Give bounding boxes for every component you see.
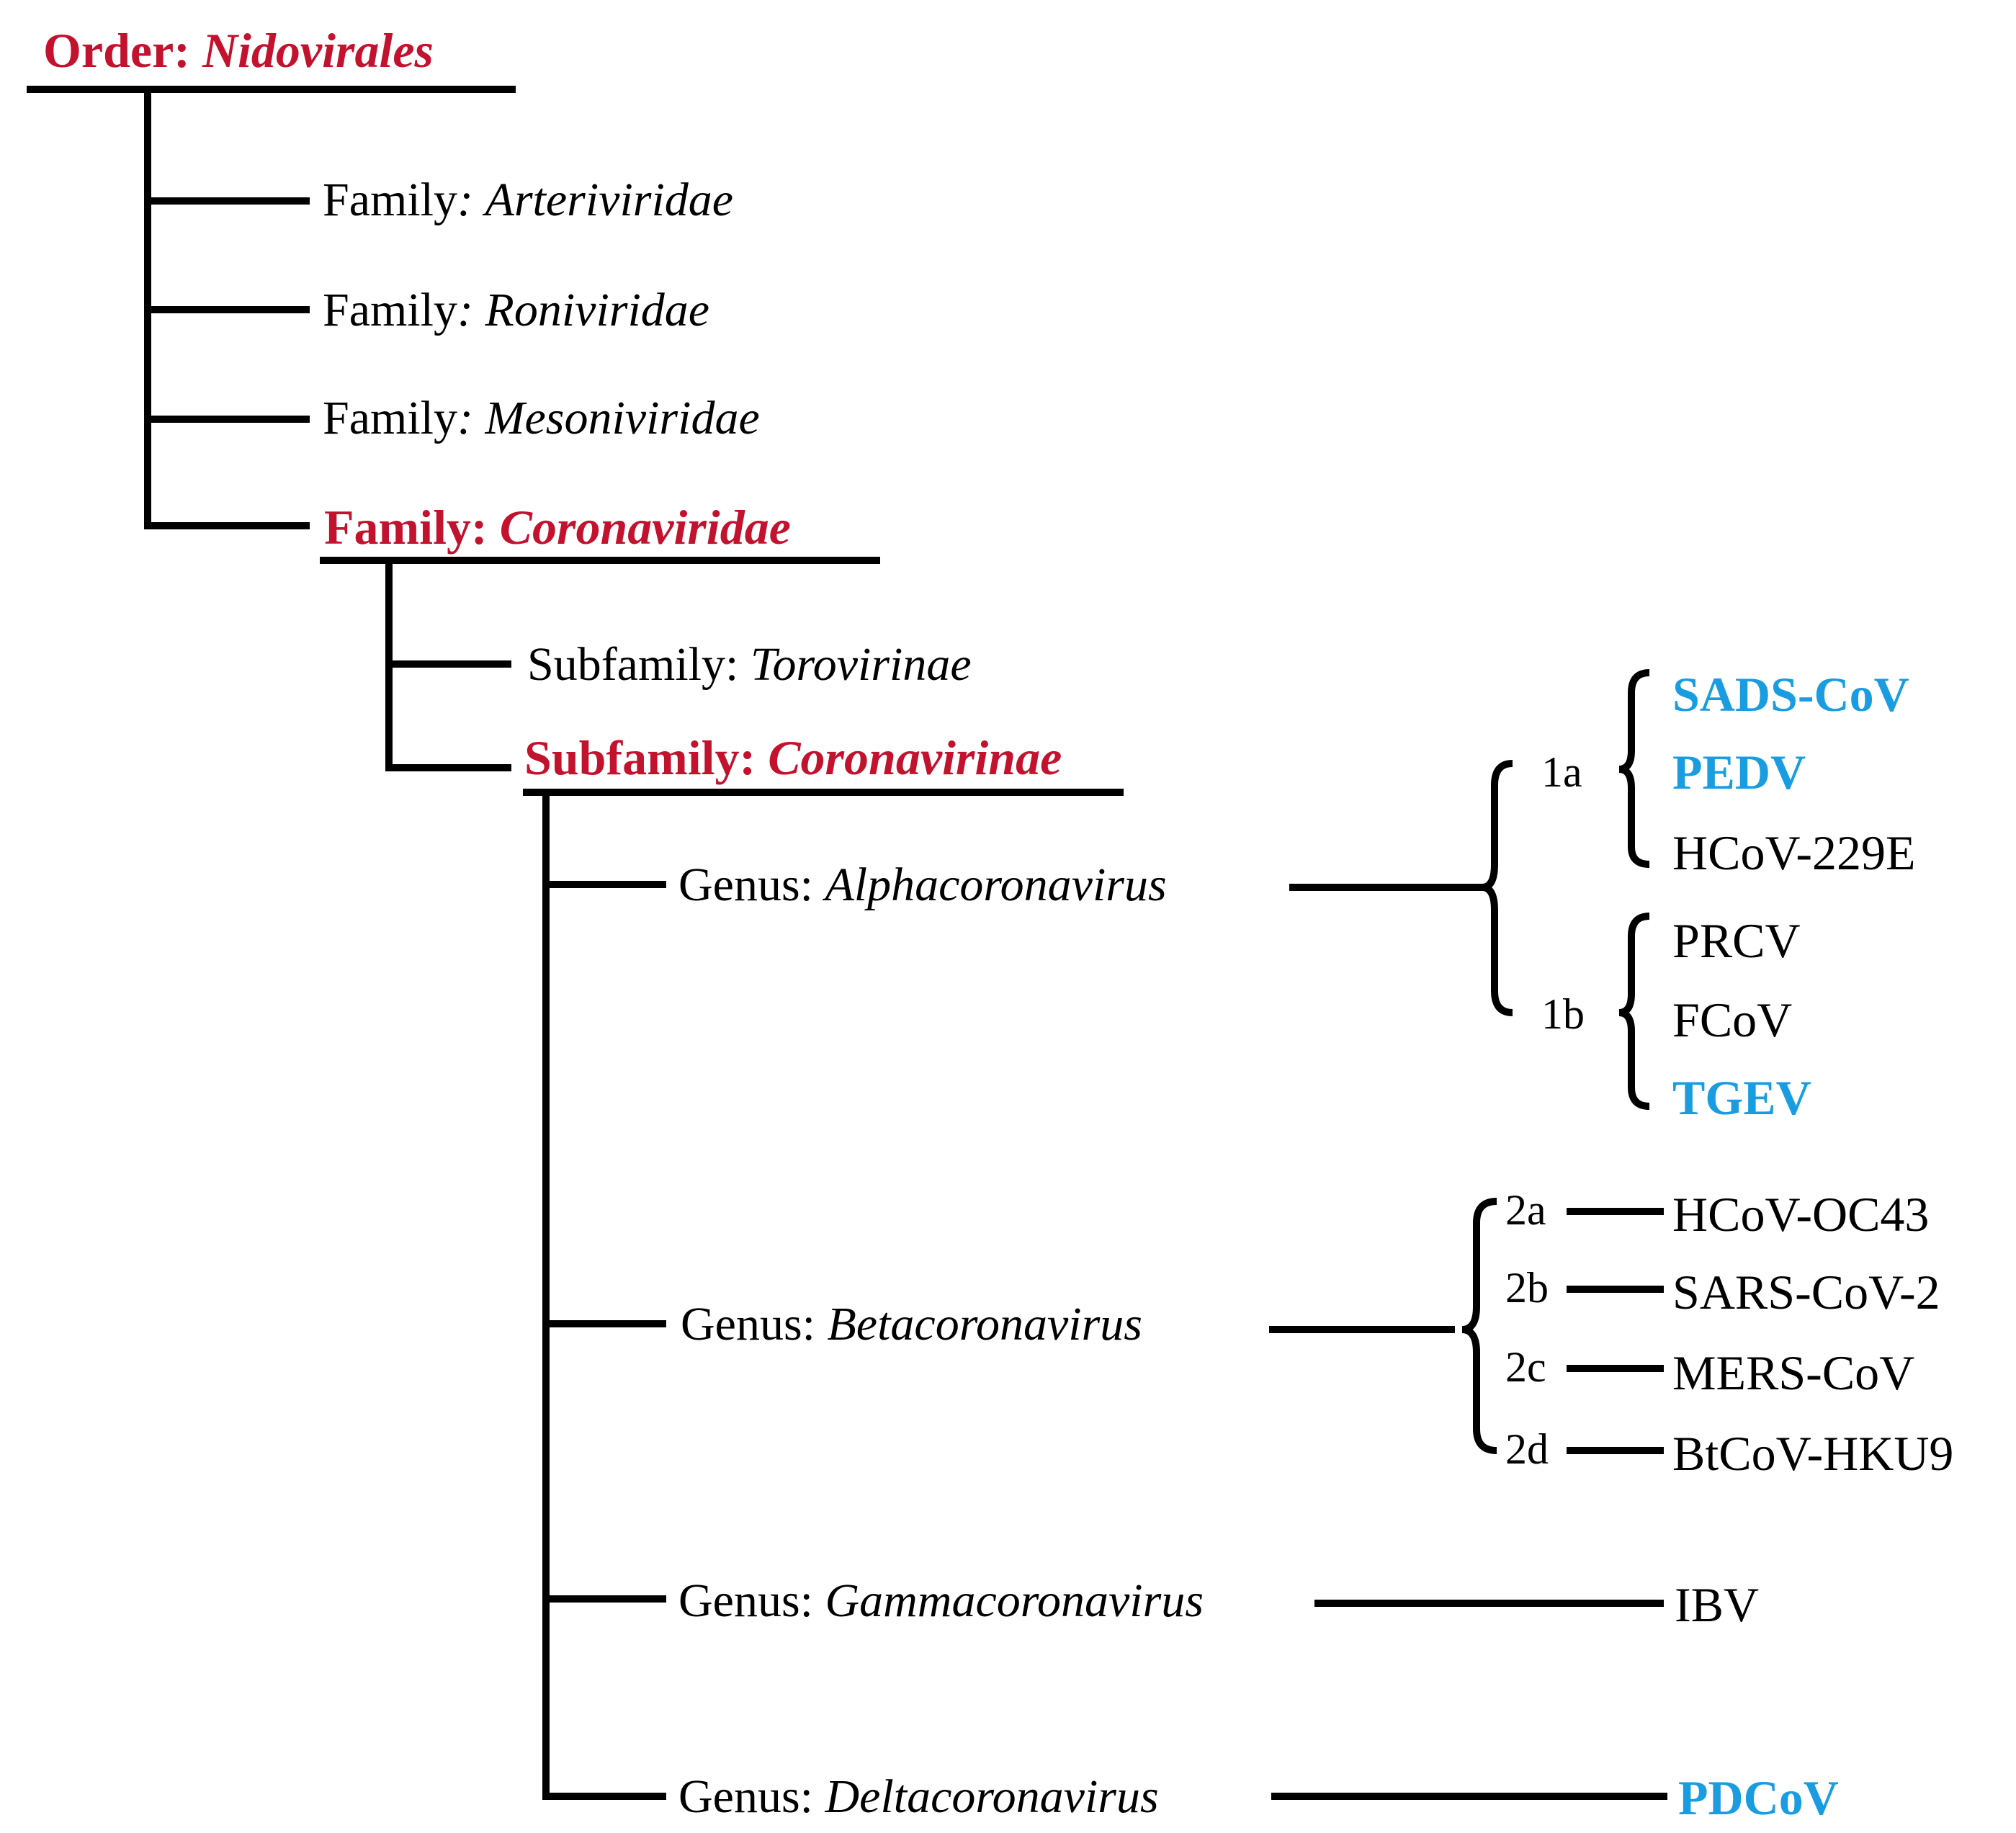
group-1b-brace — [1618, 913, 1650, 1110]
group-1a-brace — [1618, 669, 1650, 868]
genus-deltacoronavirus: Genus: Deltacoronavirus — [678, 1773, 1159, 1821]
genus-rank: Genus: — [678, 1770, 813, 1823]
genus-alphacoronavirus: Genus: Alphacoronavirus — [678, 861, 1167, 909]
subfamily-coronavirinae: Subfamily: Coronavirinae — [524, 733, 1062, 782]
genus-name: Alphacoronavirus — [825, 859, 1167, 911]
family-mesoniviridae: Family: Mesoniviridae — [323, 395, 760, 442]
family-sep: : — [457, 392, 473, 444]
family-coronaviridae: Family: Coronaviridae — [324, 503, 791, 552]
virus-hcov-229e: HCoV-229E — [1672, 825, 1916, 880]
order-rank: Order: — [43, 23, 190, 78]
family-rank: Family — [323, 392, 458, 444]
virus-pdcov: PDCoV — [1678, 1770, 1839, 1825]
subfamily-torovirinae: Subfamily: Torovirinae — [527, 641, 972, 689]
beta-brace — [1461, 1198, 1497, 1454]
family-name: Arteriviridae — [485, 174, 734, 226]
family-name: Mesoniviridae — [485, 392, 760, 444]
genus-name: Gammacoronavirus — [825, 1574, 1204, 1627]
genus-name: Deltacoronavirus — [825, 1770, 1159, 1823]
family-sep: : — [457, 174, 473, 226]
virus-pedv: PEDV — [1672, 745, 1806, 799]
subfamily-rank: Subfamily: — [524, 730, 756, 785]
virus-hcov-oc43: HCoV-OC43 — [1672, 1187, 1930, 1242]
group-label-1b: 1b — [1541, 990, 1585, 1038]
alpha-outer-brace — [1482, 760, 1513, 1016]
subfamily-name: Torovirinae — [750, 638, 972, 691]
family-rank: Family — [323, 174, 458, 226]
subfamily-name: Coronavirinae — [768, 730, 1062, 785]
family-arteriviridae: Family: Arteriviridae — [323, 176, 733, 224]
virus-mers-cov: MERS-CoV — [1672, 1345, 1915, 1400]
group-label-2d: 2d — [1505, 1425, 1549, 1473]
family-rank: Family — [323, 284, 458, 336]
genus-rank: Genus: — [678, 859, 813, 911]
virus-tgev: TGEV — [1672, 1070, 1811, 1125]
group-label-2a: 2a — [1505, 1186, 1546, 1234]
group-label-1a: 1a — [1541, 748, 1582, 796]
virus-sars-cov-2: SARS-CoV-2 — [1672, 1265, 1940, 1319]
family-name: Roniviridae — [485, 284, 710, 336]
group-label-2c: 2c — [1505, 1343, 1546, 1391]
group-label-2b: 2b — [1505, 1264, 1549, 1312]
order-label: Order: Nidovirales — [43, 26, 434, 75]
virus-sads-cov: SADS-CoV — [1672, 667, 1909, 722]
genus-rank: Genus: — [681, 1298, 815, 1350]
genus-name: Betacoronavirus — [827, 1298, 1142, 1350]
family-rank: Family: — [324, 500, 488, 555]
family-sep: : — [457, 284, 473, 336]
order-name: Nidovirales — [202, 23, 434, 78]
virus-fcov: FCoV — [1672, 992, 1793, 1047]
virus-ibv: IBV — [1675, 1577, 1760, 1632]
genus-rank: Genus: — [678, 1574, 813, 1627]
virus-btcov-hku9: BtCoV-HKU9 — [1672, 1426, 1954, 1481]
family-name: Coronaviridae — [499, 500, 791, 555]
genus-betacoronavirus: Genus: Betacoronavirus — [681, 1301, 1142, 1348]
subfamily-rank: Subfamily: — [527, 638, 739, 691]
family-roniviridae: Family: Roniviridae — [323, 287, 709, 334]
genus-gammacoronavirus: Genus: Gammacoronavirus — [678, 1577, 1204, 1625]
virus-prcv: PRCV — [1672, 913, 1801, 968]
